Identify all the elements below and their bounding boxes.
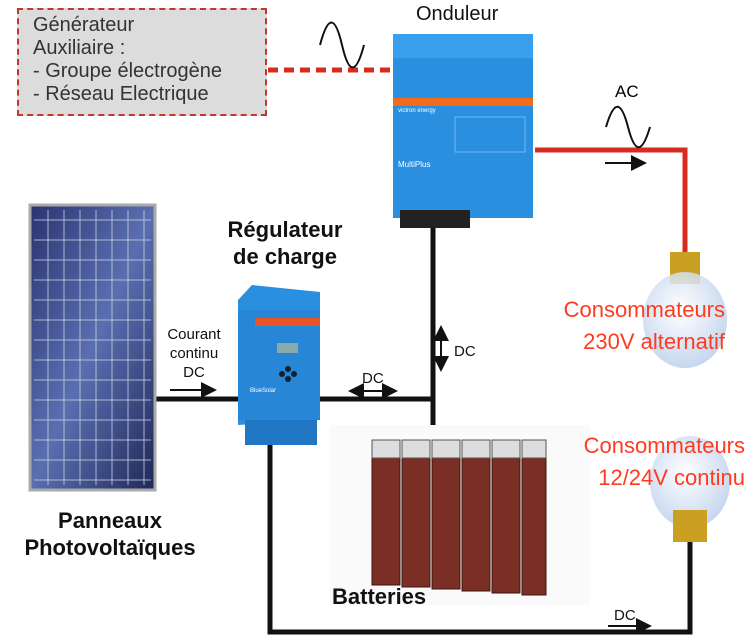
panel-current-label: Courant continu DC [158,325,230,382]
panel-current-line: Courant [167,326,221,343]
consumers-dc-line: 12/24V continu [598,465,745,490]
generator-line: Générateur [33,14,135,36]
regulator-image [238,285,320,445]
regulator-title-line: Régulateur [227,217,343,242]
consumers-dc-line: Consommateurs [583,433,745,458]
generator-line: - Groupe électrogène [33,60,223,82]
ac-wire [535,147,688,255]
solar-panel-image [28,203,157,492]
sine-icon [319,21,365,69]
batteries-label: Batteries [332,584,427,609]
regulator-title-line: de charge [233,244,337,269]
panels-label-line: Photovoltaïques [24,535,196,560]
dc-bottom-label: DC [614,607,636,624]
inverter-brand: victron energy [398,108,436,114]
consumers-ac-line: Consommateurs [563,297,725,322]
panel-current-line: DC [183,364,205,381]
consumers-ac-label: Consommateurs 230V alternatif [520,294,725,358]
inverter-model: MultiPlus [398,160,431,169]
consumers-dc-label: Consommateurs 12/24V continu [520,430,745,494]
lightbulb-dc-icon [650,436,730,542]
generator-line: - Réseau Electrique [33,83,209,105]
sine-icon [605,105,651,149]
auxiliary-generator-box: Générateur Auxiliaire : - Groupe électro… [17,8,267,116]
regulator-model: BlueSolar [250,388,277,394]
lightbulb-ac-icon [643,252,727,368]
consumers-ac-line: 230V alternatif [583,329,725,354]
batteries-image [330,425,590,605]
ac-label: AC [615,82,639,101]
dc-wire-consumer [267,440,693,635]
dc-vertical-label: DC [454,343,476,360]
panels-label-line: Panneaux [58,508,162,533]
inverter-image [393,34,533,228]
panel-current-line: continu [169,345,219,362]
generator-line: Auxiliaire : [33,37,126,59]
dc-horizontal-label: DC [362,370,384,387]
inverter-title: Onduleur [416,3,499,25]
regulator-title: Régulateur de charge [200,216,370,270]
panels-label: Panneaux Photovoltaïques [0,507,220,561]
